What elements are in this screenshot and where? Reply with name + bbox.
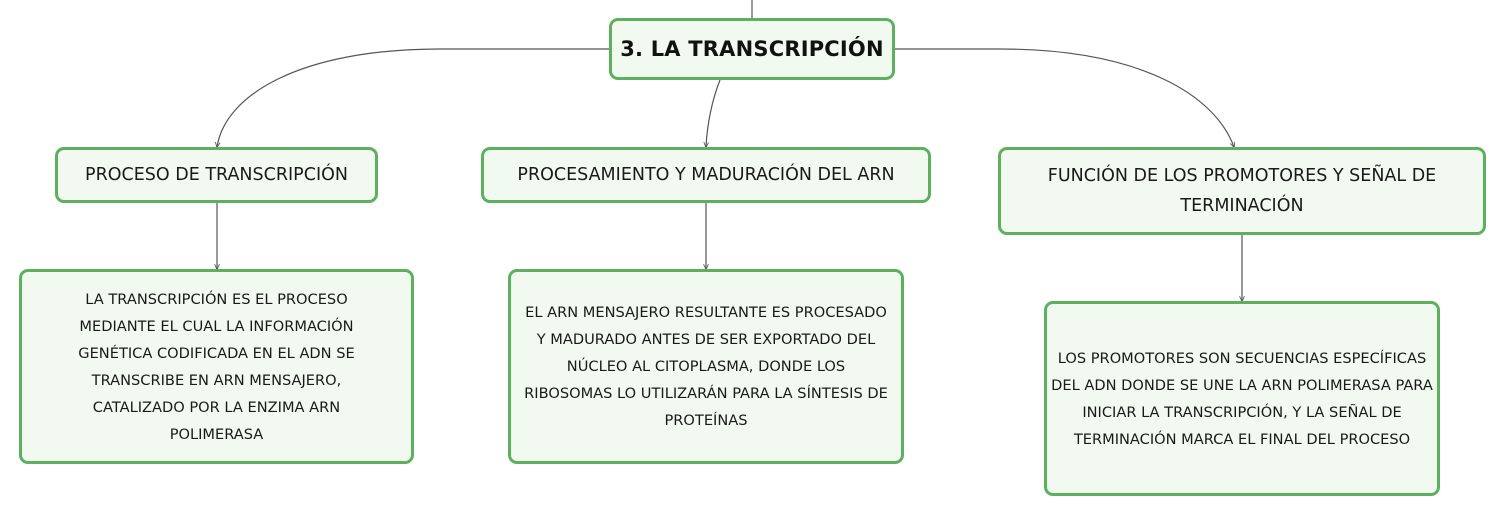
topic-title: PROCESO DE TRANSCRIPCIÓN xyxy=(85,165,348,185)
subtopic-text: LOS PROMOTORES SON SECUENCIAS ESPECÍFICA… xyxy=(1051,349,1433,448)
subtopic-node-procesamiento-detail[interactable]: EL ARN MENSAJERO RESULTANTE ES PROCESADO… xyxy=(508,269,904,464)
topic-title: PROCESAMIENTO Y MADURACIÓN DEL ARN xyxy=(517,165,895,185)
connector-root-to-procesamiento xyxy=(706,79,721,147)
connector-root-to-proceso xyxy=(217,48,609,147)
subtopic-text: EL ARN MENSAJERO RESULTANTE ES PROCESADO… xyxy=(524,304,888,429)
connector-root-to-funcion xyxy=(895,48,1234,147)
topic-node-funcion-de-los-promotores[interactable]: FUNCIÓN DE LOS PROMOTORES Y SEÑAL DE TER… xyxy=(998,147,1486,235)
subtopic-text: LA TRANSCRIPCIÓN ES EL PROCESO MEDIANTE … xyxy=(78,290,355,443)
topic-title: FUNCIÓN DE LOS PROMOTORES Y SEÑAL DE TER… xyxy=(1047,166,1437,216)
topic-node-proceso-de-transcripcion[interactable]: PROCESO DE TRANSCRIPCIÓN xyxy=(55,147,378,203)
root-topic-title: 3. LA TRANSCRIPCIÓN xyxy=(620,37,884,61)
subtopic-node-proceso-detail[interactable]: LA TRANSCRIPCIÓN ES EL PROCESO MEDIANTE … xyxy=(19,269,414,464)
subtopic-node-funcion-detail[interactable]: LOS PROMOTORES SON SECUENCIAS ESPECÍFICA… xyxy=(1044,301,1440,496)
root-topic-node[interactable]: 3. LA TRANSCRIPCIÓN xyxy=(609,18,895,80)
topic-node-procesamiento-y-maduracion[interactable]: PROCESAMIENTO Y MADURACIÓN DEL ARN xyxy=(481,147,931,203)
